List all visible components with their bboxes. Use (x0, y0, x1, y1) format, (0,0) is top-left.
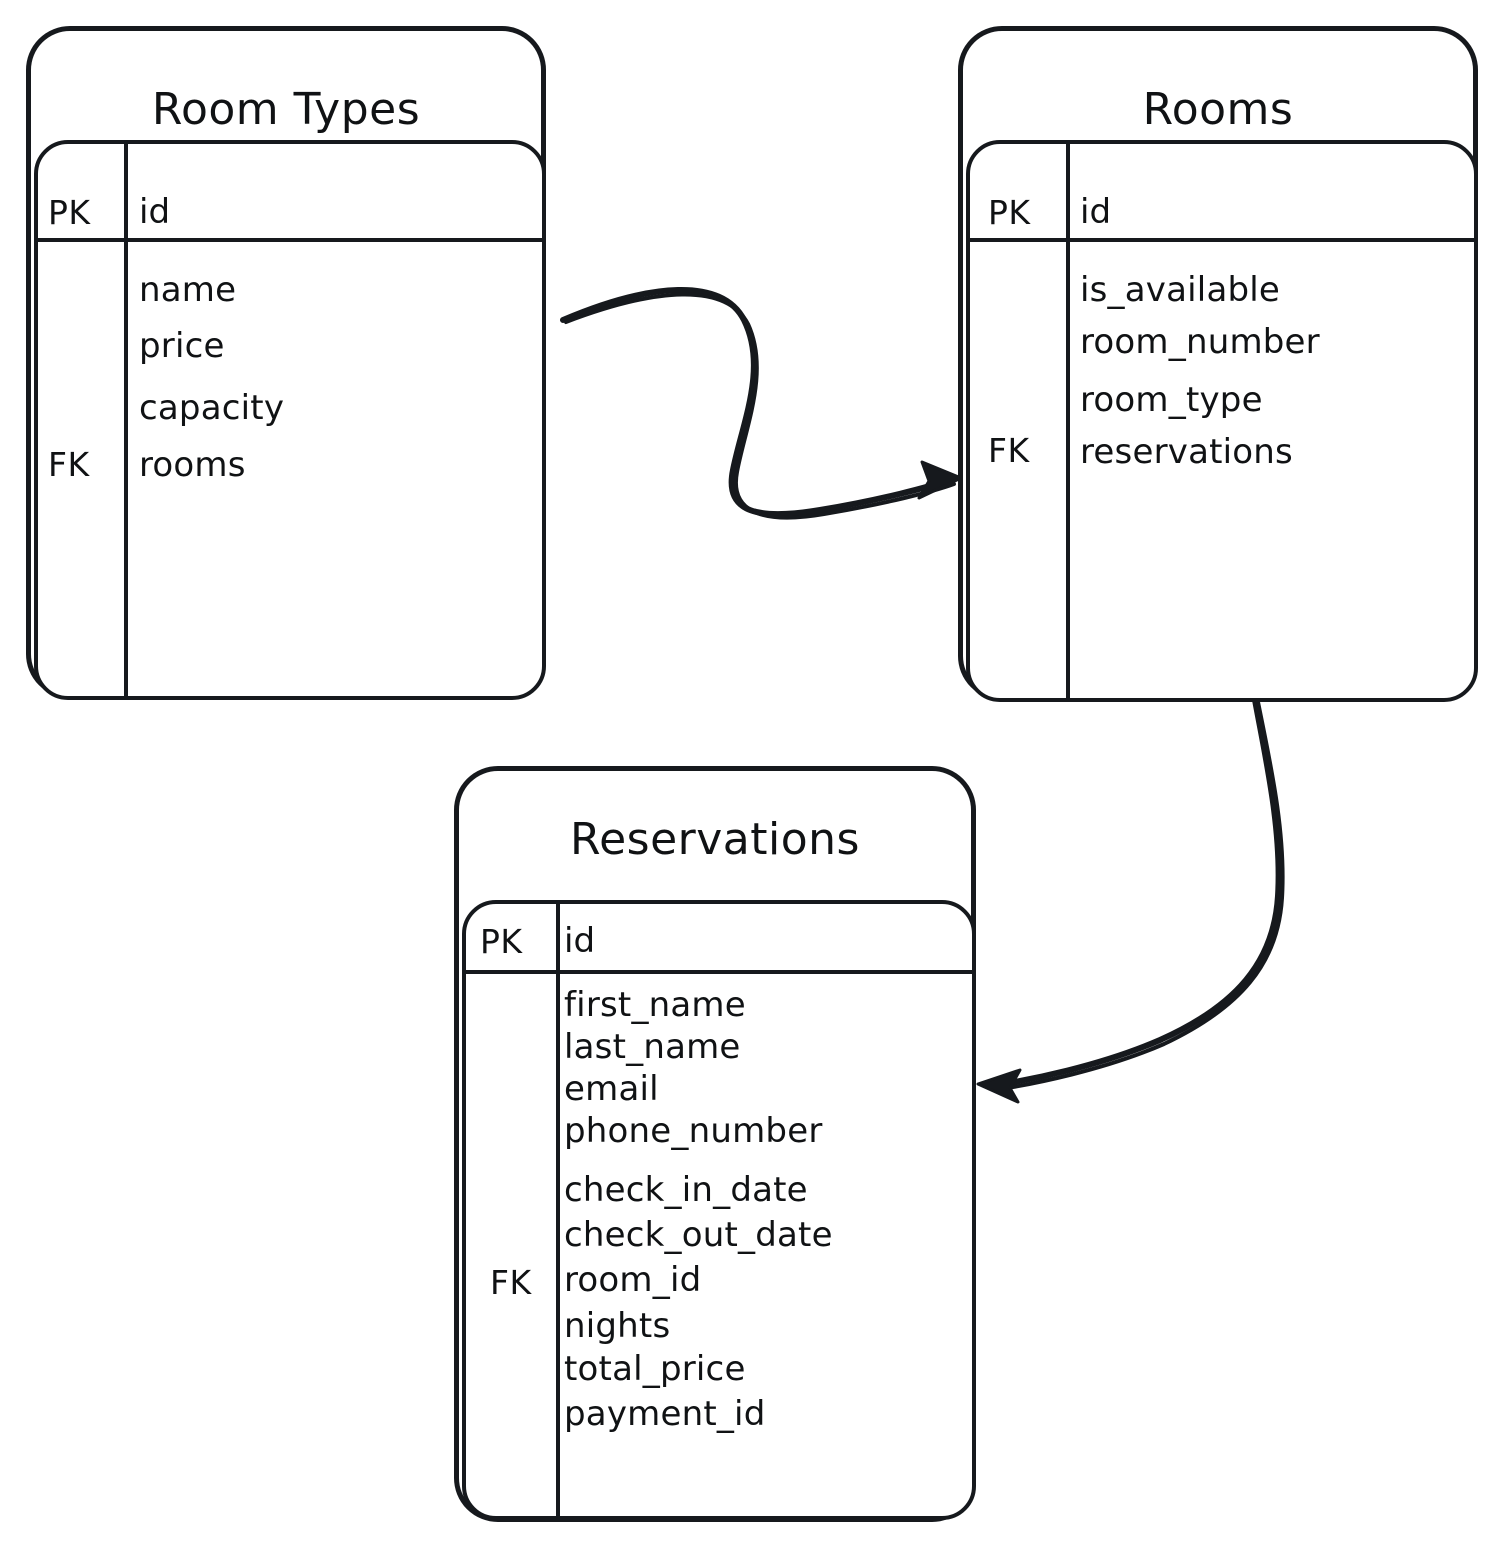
field-row: is_available (1080, 270, 1281, 310)
panel-column-divider (556, 904, 560, 1516)
connector-rooms-to-reservations (976, 697, 1285, 1104)
field-row: room_number (1080, 322, 1320, 362)
arrowhead-reservations (976, 1068, 1022, 1104)
field-row: check_in_date (564, 1170, 808, 1210)
entity-title: Room Types (151, 84, 421, 135)
field-row: price (139, 326, 225, 366)
pk-label: PK (48, 193, 91, 232)
pk-field: id (1080, 192, 1112, 232)
field-row: email (564, 1069, 659, 1109)
panel-pk-divider (38, 238, 542, 242)
field-row: last_name (564, 1027, 741, 1067)
entity-attribute-panel (462, 900, 976, 1520)
field-row: capacity (139, 388, 285, 428)
fk-label: FK (988, 431, 1030, 470)
entity-title: Reservations (570, 814, 860, 865)
pk-field: id (139, 192, 171, 232)
connector-room-types-to-rooms (560, 286, 963, 520)
panel-pk-divider (970, 238, 1474, 242)
entity-reservations[interactable]: Reservations PK id FK first_name last_na… (454, 766, 976, 1522)
field-row: nights (564, 1306, 671, 1346)
entity-title: Rooms (1142, 84, 1294, 135)
entity-room-types[interactable]: Room Types PK id FK name price capacity … (26, 26, 546, 700)
field-row: phone_number (564, 1111, 823, 1151)
pk-field: id (564, 921, 596, 961)
pk-label: PK (480, 922, 523, 961)
arrowhead-rooms (917, 460, 963, 500)
fk-label: FK (490, 1263, 532, 1302)
field-row: room_type (1080, 380, 1263, 420)
entity-attribute-panel (34, 140, 546, 700)
panel-column-divider (1066, 144, 1070, 698)
field-row: rooms (139, 445, 246, 485)
field-row: name (139, 270, 237, 310)
panel-pk-divider (466, 970, 972, 974)
field-row: room_id (564, 1260, 702, 1300)
entity-attribute-panel (966, 140, 1478, 702)
field-row: payment_id (564, 1394, 766, 1434)
panel-column-divider (124, 144, 128, 696)
fk-label: FK (48, 445, 90, 484)
field-row: reservations (1080, 432, 1293, 472)
field-row: first_name (564, 985, 746, 1025)
field-row: check_out_date (564, 1215, 833, 1255)
field-row: total_price (564, 1349, 746, 1389)
entity-rooms[interactable]: Rooms PK id FK is_available room_number … (958, 26, 1478, 702)
pk-label: PK (988, 193, 1031, 232)
